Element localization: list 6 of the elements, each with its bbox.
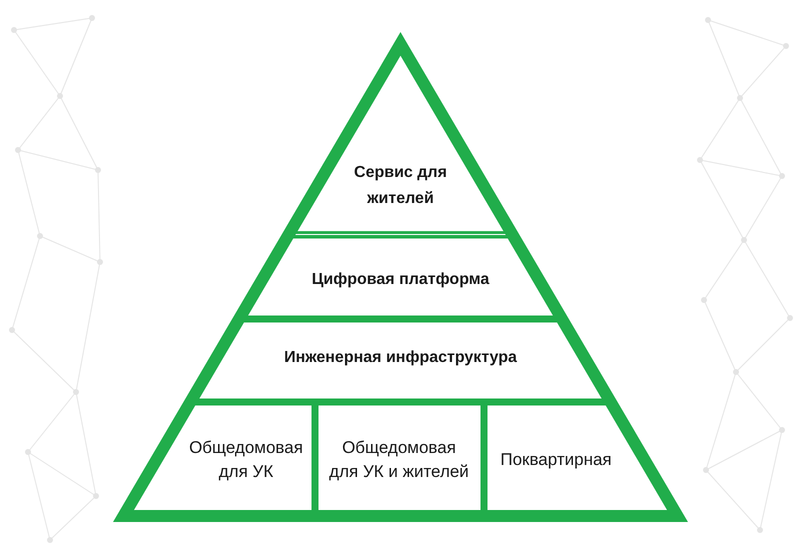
tier-label: Поквартирная [500, 450, 612, 469]
tier-label: Цифровая платформа [312, 271, 490, 288]
tier-label: Инженерная инфраструктура [284, 349, 517, 366]
tier-label: Сервис для жителей [354, 164, 447, 207]
tier-label: Общедомовая для УК и жителей [329, 438, 469, 481]
tier-label: Общедомовая для УК [189, 438, 303, 481]
